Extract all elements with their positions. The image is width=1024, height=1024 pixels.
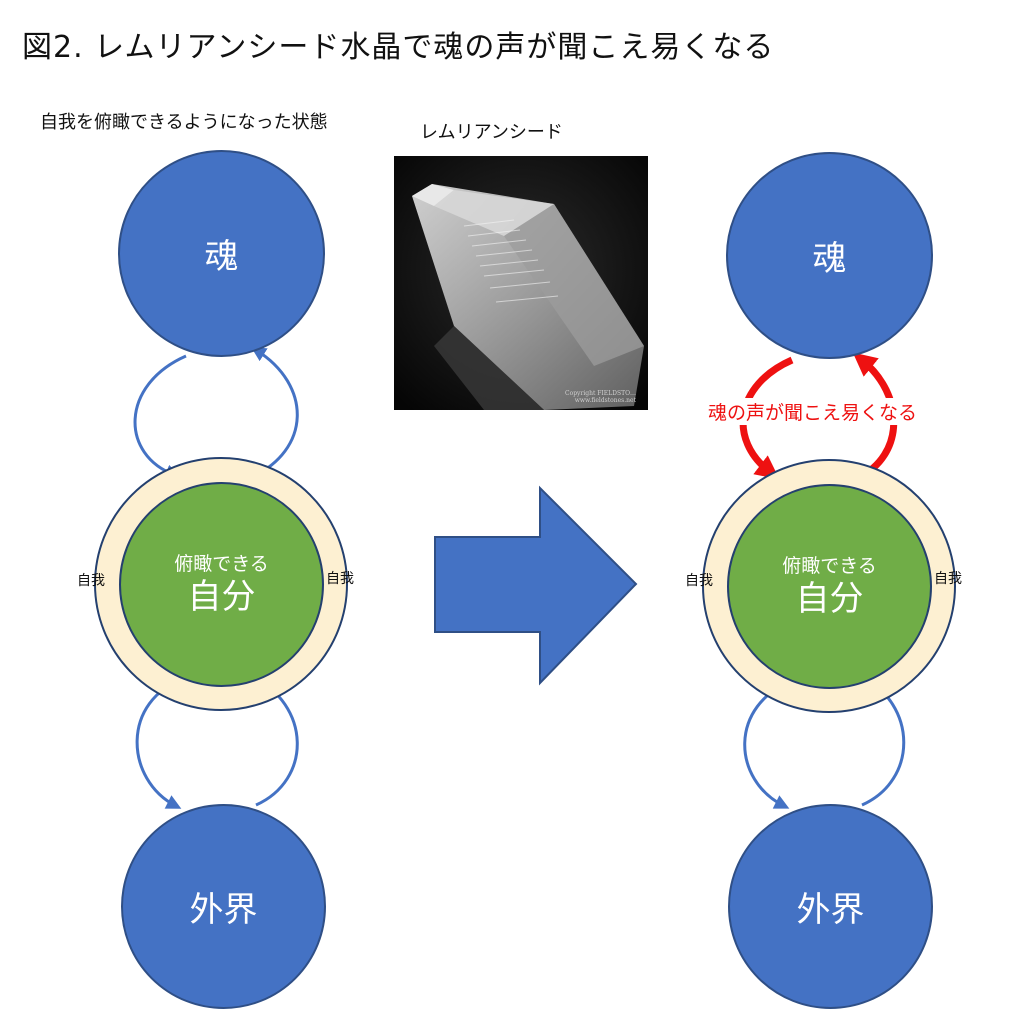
left-soul-label: 魂: [204, 237, 239, 277]
right-self-circle: 俯瞰できる 自分: [727, 484, 932, 689]
right-soul-circle: 魂: [726, 152, 933, 359]
right-ego-label-right: 自我: [934, 571, 962, 587]
left-ego-label-left: 自我: [77, 573, 105, 589]
left-self-small-label: 俯瞰できる: [174, 552, 269, 575]
left-loop-soul-to-self: [133, 354, 187, 479]
left-soul-circle: 魂: [118, 150, 325, 357]
left-world-circle: 外界: [121, 804, 326, 1009]
left-self-circle: 俯瞰できる 自分: [119, 482, 324, 687]
left-loop-self-to-soul: [249, 346, 299, 480]
crystal-caption: レムリアンシード: [420, 122, 563, 143]
right-self-big-label: 自分: [795, 578, 864, 619]
right-soul-label: 魂: [812, 239, 847, 279]
crystal-image: [394, 156, 648, 410]
right-ego-label-left: 自我: [685, 573, 713, 589]
left-ego-label-right: 自我: [326, 571, 354, 587]
red-soul-voice-label: 魂の声が聞こえ易くなる: [706, 398, 920, 425]
lemurian-crystal-photo: Copyright FIELDSTO… www.fieldstones.net: [394, 156, 648, 410]
page-title: 図2. レムリアンシード水晶で魂の声が聞こえ易くなる: [22, 30, 775, 65]
photo-credit-line1: Copyright FIELDSTO…: [565, 390, 636, 397]
left-world-label: 外界: [189, 890, 258, 930]
transition-arrow: [434, 485, 638, 686]
photo-credit: Copyright FIELDSTO… www.fieldstones.net: [565, 390, 636, 404]
right-self-small-label: 俯瞰できる: [782, 554, 877, 577]
right-world-circle: 外界: [728, 804, 933, 1009]
left-state-caption: 自我を俯瞰できるようになった状態: [40, 112, 328, 133]
left-self-big-label: 自分: [187, 576, 256, 617]
photo-credit-line2: www.fieldstones.net: [574, 397, 636, 404]
right-world-label: 外界: [796, 890, 865, 930]
